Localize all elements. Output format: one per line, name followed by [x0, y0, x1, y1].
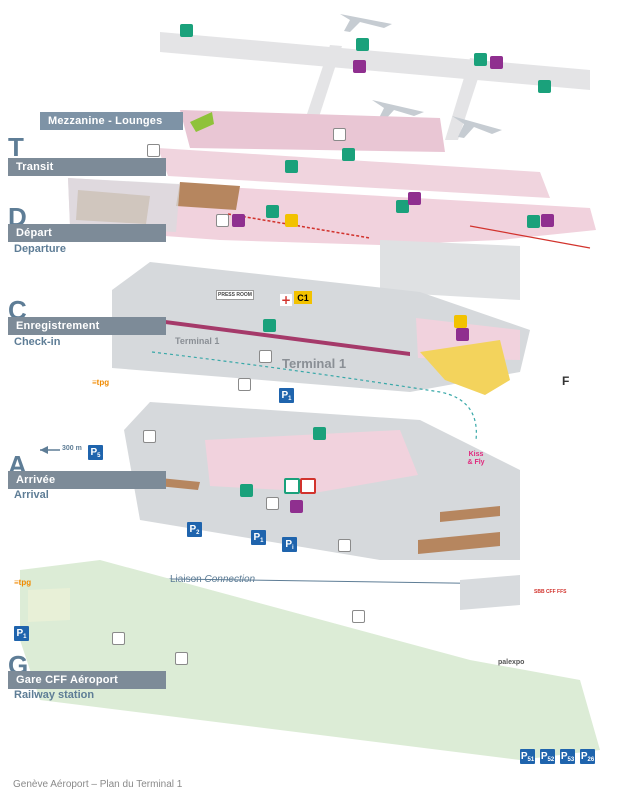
toilet-icon: [143, 430, 156, 443]
departure-grey: [68, 178, 180, 232]
arrival-brown-2: [418, 532, 500, 554]
arrival-pink: [205, 430, 418, 492]
mezzanine-floor: [180, 110, 445, 152]
level-label-arrival: Arrivée: [8, 471, 166, 489]
airside-connector-1: [305, 45, 342, 120]
terminal-label-small: Terminal 1: [175, 336, 220, 346]
defibrillator-icon: [263, 319, 276, 332]
ticket-icon: [352, 610, 365, 623]
kiss-fly-label: Kiss & Fly: [467, 451, 485, 466]
terminal-label-big: Terminal 1: [282, 356, 347, 371]
baggage-icon: [112, 632, 125, 645]
railway-floor: [20, 560, 600, 760]
emergency-point-icon: [300, 478, 316, 494]
departure-red-line-2: [469, 225, 591, 249]
level-letter-depart: D: [8, 202, 27, 232]
wifi-icon: [408, 192, 421, 205]
departure-brown-1: [176, 182, 240, 210]
palexpo-label: palexpo: [498, 659, 525, 666]
toilet-icon: [147, 144, 160, 157]
level-label-gare: Gare CFF Aéroport: [8, 671, 166, 689]
arrival-brown-3: [440, 506, 500, 522]
defibrillator-icon: [356, 38, 369, 51]
defibrillator-icon: [527, 215, 540, 228]
defibrillator-icon: [538, 80, 551, 93]
railway-grey-block: [460, 575, 520, 610]
level-label-depart: Départ: [8, 224, 166, 242]
f-marker: F: [562, 374, 570, 388]
checkin-yellow: [420, 340, 510, 395]
transit-floor: [158, 148, 550, 198]
defibrillator-icon: [313, 427, 326, 440]
defibrillator-icon: [342, 148, 355, 161]
info-desk-icon: [285, 214, 298, 227]
tpg-label-gare: ≡tpg: [14, 578, 32, 587]
info-desk-icon: [454, 315, 467, 328]
railway-grey-block-2: [28, 588, 70, 622]
wifi-icon: [353, 60, 366, 73]
wifi-icon: [290, 500, 303, 513]
tpg-label-checkin: ≡tpg: [92, 378, 110, 387]
defibrillator-icon: [474, 53, 487, 66]
departure-red-line: [227, 213, 371, 239]
emergency-exit-icon: [284, 478, 300, 494]
pharmacy-icon: [333, 128, 346, 141]
first-aid-icon: +: [280, 293, 292, 307]
wifi-icon: [456, 328, 469, 341]
airside-walkway: [160, 32, 590, 90]
level-label-checkin: Enregistrement: [8, 317, 166, 335]
level-sub-checkin: Check-in: [14, 336, 61, 348]
airside-connector-2: [445, 58, 484, 140]
map-caption: Genève Aéroport – Plan du Terminal 1: [13, 779, 183, 790]
bus-icon: [175, 652, 188, 665]
bus-icon: [238, 378, 251, 391]
checkin-red-band: [150, 318, 410, 356]
baggage-icon: [216, 214, 229, 227]
level-sub-gare: Railway station: [14, 689, 95, 701]
level-letter-checkin: C: [8, 295, 27, 325]
level-letter-transit: T: [8, 132, 24, 162]
defibrillator-icon: [396, 200, 409, 213]
level-label-transit: Transit: [8, 158, 166, 176]
car-rental-icon: [338, 539, 351, 552]
wifi-icon: [232, 214, 245, 227]
wifi-icon: [541, 214, 554, 227]
checkin-dashed-route: [151, 351, 477, 441]
level-sub-depart: Departure: [14, 243, 66, 255]
arrival-arrowhead: [40, 446, 48, 454]
defibrillator-icon: [240, 484, 253, 497]
level-sub-arrival: Arrival: [14, 489, 49, 501]
wifi-icon: [490, 56, 503, 69]
wheelchair-icon: [259, 350, 272, 363]
defibrillator-icon: [266, 205, 279, 218]
c1-marker: C1: [294, 291, 312, 304]
airplane-icon: [340, 14, 502, 138]
sbb-label: SBB CFF FFS: [534, 589, 567, 595]
info-icon: [266, 497, 279, 510]
distance-label: 300 m: [62, 445, 82, 452]
mezzanine-green: [190, 112, 214, 132]
press-room-label: PRESS ROOM: [216, 290, 254, 300]
defibrillator-icon: [180, 24, 193, 37]
departure-lower-block: [380, 240, 520, 300]
defibrillator-icon: [285, 160, 298, 173]
level-label-mezzanine: Mezzanine - Lounges: [40, 112, 183, 130]
connection-line: [103, 577, 521, 585]
arrival-brown-1: [158, 478, 200, 490]
liaison-connection-label: Liaison Connection: [170, 574, 256, 585]
